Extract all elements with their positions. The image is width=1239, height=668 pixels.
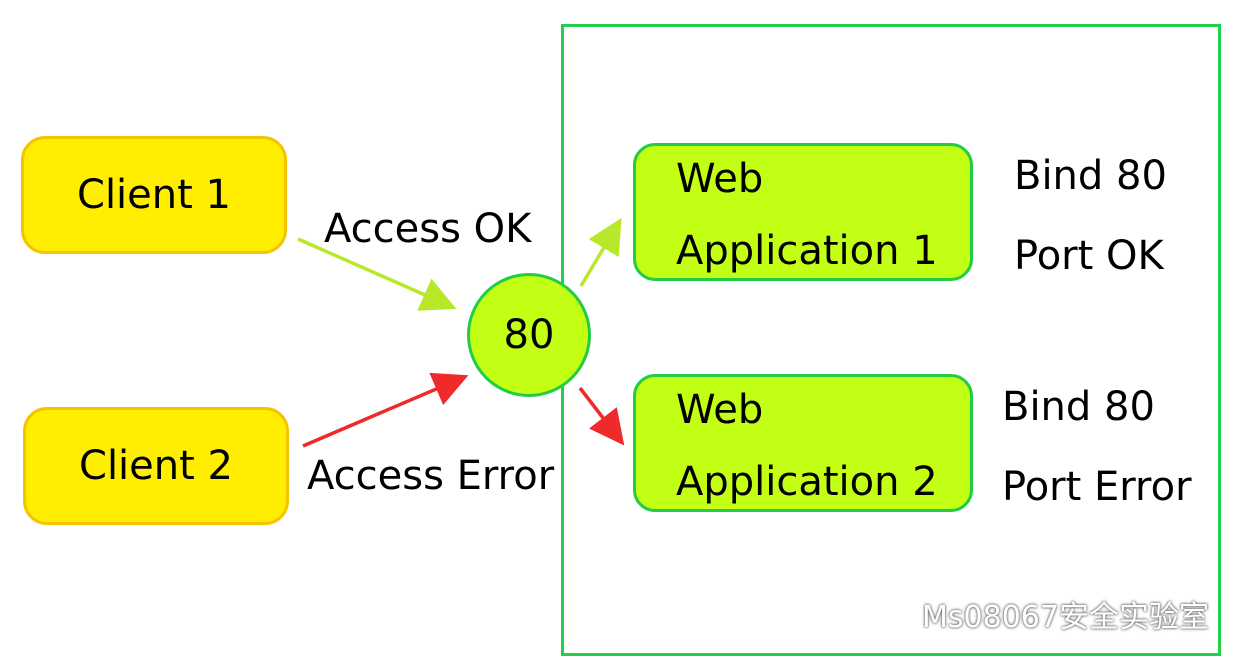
arrow-client2-to-port [302, 372, 469, 448]
port-80-node: 80 [467, 273, 591, 397]
web-app-1-line2: Application 1 [676, 228, 938, 274]
client-2-box: Client 2 [23, 407, 289, 525]
access-ok-label: Access OK [324, 206, 532, 252]
web-application-1-box: Web Application 1 [633, 143, 973, 281]
web-app-1-bind-label: Bind 80 [1014, 153, 1167, 199]
client-1-box: Client 1 [21, 136, 287, 254]
access-error-label: Access Error [307, 453, 555, 499]
client-1-label: Client 1 [77, 172, 231, 218]
web-app-1-line1: Web [676, 156, 764, 202]
web-app-2-port-status: Port Error [1002, 464, 1192, 510]
server-frame [561, 24, 1221, 656]
port-label: 80 [503, 312, 555, 358]
client-2-label: Client 2 [79, 443, 233, 489]
wechat-icon [868, 596, 913, 631]
watermark: Ms08067安全实验室 [868, 592, 1209, 636]
web-app-2-bind-label: Bind 80 [1002, 384, 1155, 430]
web-application-2-box: Web Application 2 [633, 374, 973, 512]
web-app-1-port-status: Port OK [1014, 233, 1164, 279]
web-app-2-line1: Web [676, 387, 764, 433]
web-app-2-line2: Application 2 [676, 459, 938, 505]
watermark-text: Ms08067安全实验室 [922, 600, 1209, 635]
